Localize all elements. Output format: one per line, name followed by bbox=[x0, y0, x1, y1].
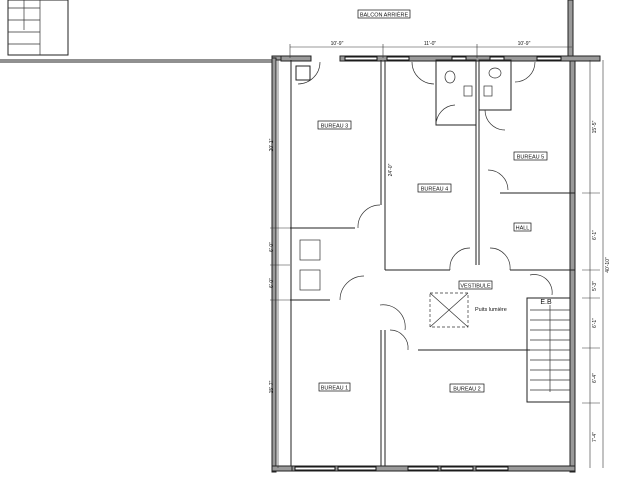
label-office-2: BUREAU 2 bbox=[453, 387, 481, 393]
toilet-icon bbox=[299, 269, 321, 291]
toilet-icon bbox=[299, 239, 321, 261]
dim-left-4: 15'-7" bbox=[269, 380, 275, 393]
restroom-fixtures bbox=[295, 65, 502, 328]
sink-icon bbox=[463, 85, 473, 97]
balcony-outline bbox=[0, 0, 574, 63]
stair-treads bbox=[530, 305, 570, 392]
label-vestibule: VESTIBULE bbox=[460, 284, 491, 290]
windows bbox=[294, 56, 562, 471]
label-lightwell: Puits lumière bbox=[475, 307, 507, 313]
dim-right-4: 6'-1" bbox=[592, 318, 598, 328]
toilet-icon bbox=[444, 70, 456, 84]
lightwell-icon bbox=[429, 292, 469, 328]
interior-walls bbox=[290, 59, 575, 466]
label-stair: E.B bbox=[540, 299, 552, 306]
room-labels: BALCON ARRIÈRE BUREAU 3 BUREAU 4 BUREAU … bbox=[317, 9, 552, 393]
label-balcony: BALCON ARRIÈRE bbox=[360, 12, 409, 19]
label-office-4: BUREAU 4 bbox=[421, 187, 449, 193]
dim-left-1: 20'-1" bbox=[269, 138, 275, 151]
dim-top-3: 10'-9" bbox=[518, 41, 531, 47]
dim-office4: 24'-0" bbox=[388, 163, 394, 176]
dimension-lines bbox=[270, 44, 604, 468]
sink-icon bbox=[483, 85, 493, 97]
rear-stair bbox=[7, 0, 69, 56]
dim-top-1: 10'-9" bbox=[331, 41, 344, 47]
dimension-labels: 10'-9" 11'-0" 10'-9" 20'-1" 6'-0" 6'-0" … bbox=[269, 41, 611, 442]
label-hall: HALL bbox=[516, 226, 530, 232]
dim-right-3: 5'-3" bbox=[592, 281, 598, 291]
dim-left-2: 6'-0" bbox=[269, 242, 275, 252]
label-office-5: BUREAU 5 bbox=[517, 155, 545, 161]
dim-right-5: 6'-4" bbox=[592, 373, 598, 383]
dim-left-3: 6'-0" bbox=[269, 278, 275, 288]
label-office-1: BUREAU 1 bbox=[321, 386, 349, 392]
dim-right-2: 6'-1" bbox=[592, 230, 598, 240]
doors bbox=[297, 61, 553, 351]
chimney-icon bbox=[295, 65, 311, 81]
dim-right-1: 15'-5" bbox=[592, 120, 598, 133]
label-office-3: BUREAU 3 bbox=[321, 124, 349, 130]
dim-top-2: 11'-0" bbox=[424, 41, 437, 47]
dim-overall: 40'-10" bbox=[605, 257, 611, 273]
toilet-icon bbox=[488, 67, 502, 79]
dim-right-6: 7'-4" bbox=[592, 432, 598, 442]
